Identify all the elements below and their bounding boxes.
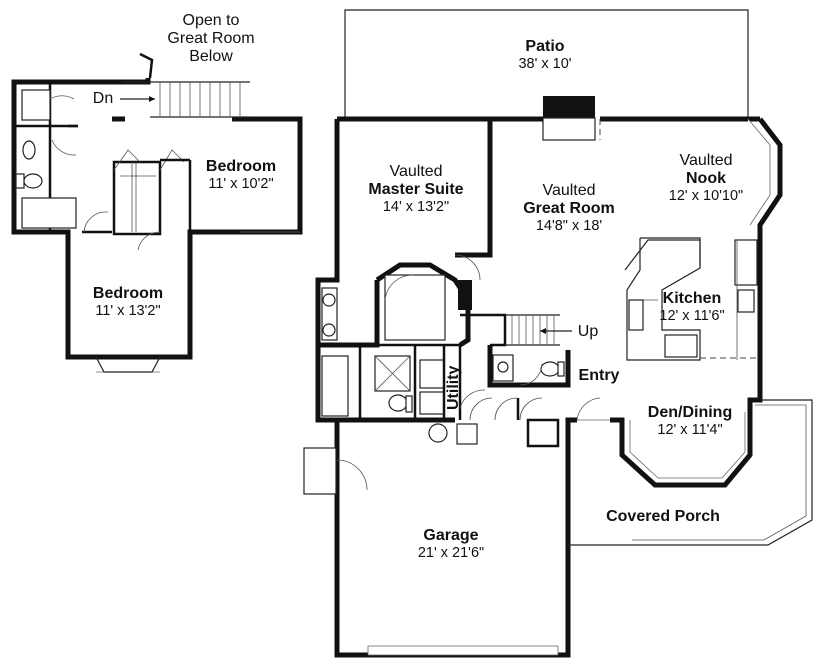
nook-label: Vaulted Nook 12' x 10'10" <box>668 152 744 204</box>
upper-closets <box>82 149 300 251</box>
kitchen-label: Kitchen 12' x 11'6" <box>659 290 725 324</box>
main-floor-plan <box>303 9 813 658</box>
stair-down-label: Dn <box>92 90 114 107</box>
upper-bedroom-right-label: Bedroom 11' x 10'2" <box>205 158 277 192</box>
utility-label: Utility <box>445 365 462 410</box>
stair-down <box>120 81 250 118</box>
upper-floor-plan <box>11 52 303 373</box>
stair-up-label: Up <box>577 323 599 340</box>
patio-label: Patio 38' x 10' <box>518 38 572 72</box>
great-room-label: Vaulted Great Room 14'8" x 18' <box>523 182 615 234</box>
upper-bedroom-left-label: Bedroom 11' x 13'2" <box>92 285 164 319</box>
entry-label: Entry <box>578 367 620 384</box>
kitchen-cabinets <box>624 237 758 361</box>
den-dining-label: Den/Dining 12' x 11'4" <box>647 404 733 438</box>
utility-room <box>419 345 486 420</box>
open-to-great-room-note: Open to Great Room Below <box>167 12 255 65</box>
covered-porch-outline <box>632 399 813 546</box>
patio-outline <box>344 9 749 119</box>
covered-porch-label: Covered Porch <box>606 508 720 525</box>
stair-up <box>460 313 572 347</box>
upper-bathroom <box>14 82 78 232</box>
master-suite-label: Vaulted Master Suite 14' x 13'2" <box>368 163 464 215</box>
garage-label: Garage 21' x 21'6" <box>417 527 485 561</box>
